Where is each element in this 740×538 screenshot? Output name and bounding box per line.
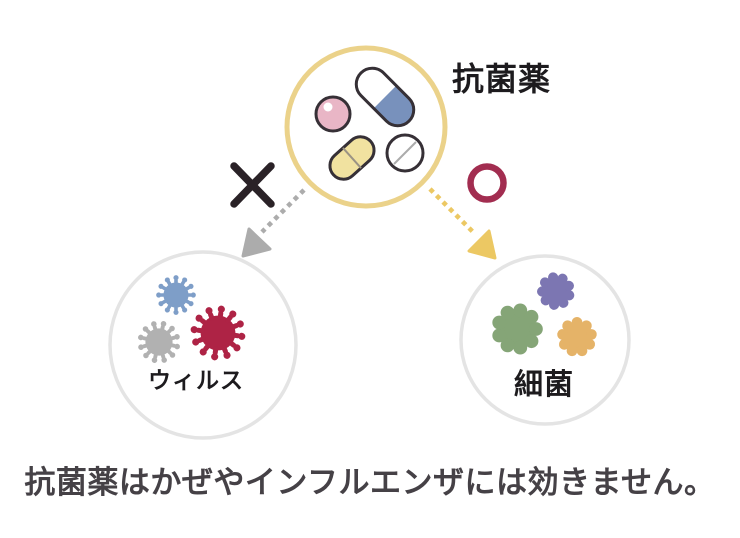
bacteria-circle [459, 254, 631, 426]
virus-label: ウィルス [148, 368, 244, 394]
virus-node: ウィルス [108, 250, 298, 440]
tablet-icon [385, 133, 425, 173]
arrow-to-virus-dashes [260, 188, 306, 234]
capsule-outline [354, 66, 416, 128]
arrow-to-bacteria-dashes [428, 187, 476, 235]
oval-pill-icon [328, 135, 376, 181]
arrow-to-virus [241, 188, 306, 258]
arrow-to-bacteria-head [467, 229, 497, 260]
antibiotic-node: 抗菌薬 [284, 45, 551, 209]
arrow-to-virus-head [241, 227, 272, 258]
caption-text: 抗菌薬はかぜやインフルエンザには効きません。 [24, 465, 715, 501]
round-pill-body [314, 95, 352, 133]
round-pill-highlight [323, 102, 333, 112]
round-pill-icon [314, 95, 352, 133]
tablet-score-line [393, 141, 417, 165]
antibiotic-label: 抗菌薬 [452, 60, 551, 98]
capsule-icon [354, 66, 416, 128]
virus-circle [108, 250, 298, 440]
oval-pill-score-line [342, 147, 362, 169]
bacteria-label: 細菌 [514, 367, 574, 401]
bacteria-node: 細菌 [459, 254, 631, 426]
arrow-to-bacteria [428, 187, 497, 260]
circle-mark-icon [467, 163, 507, 203]
capsule-blue-half [373, 85, 414, 126]
cross-mark-icon [230, 162, 275, 208]
